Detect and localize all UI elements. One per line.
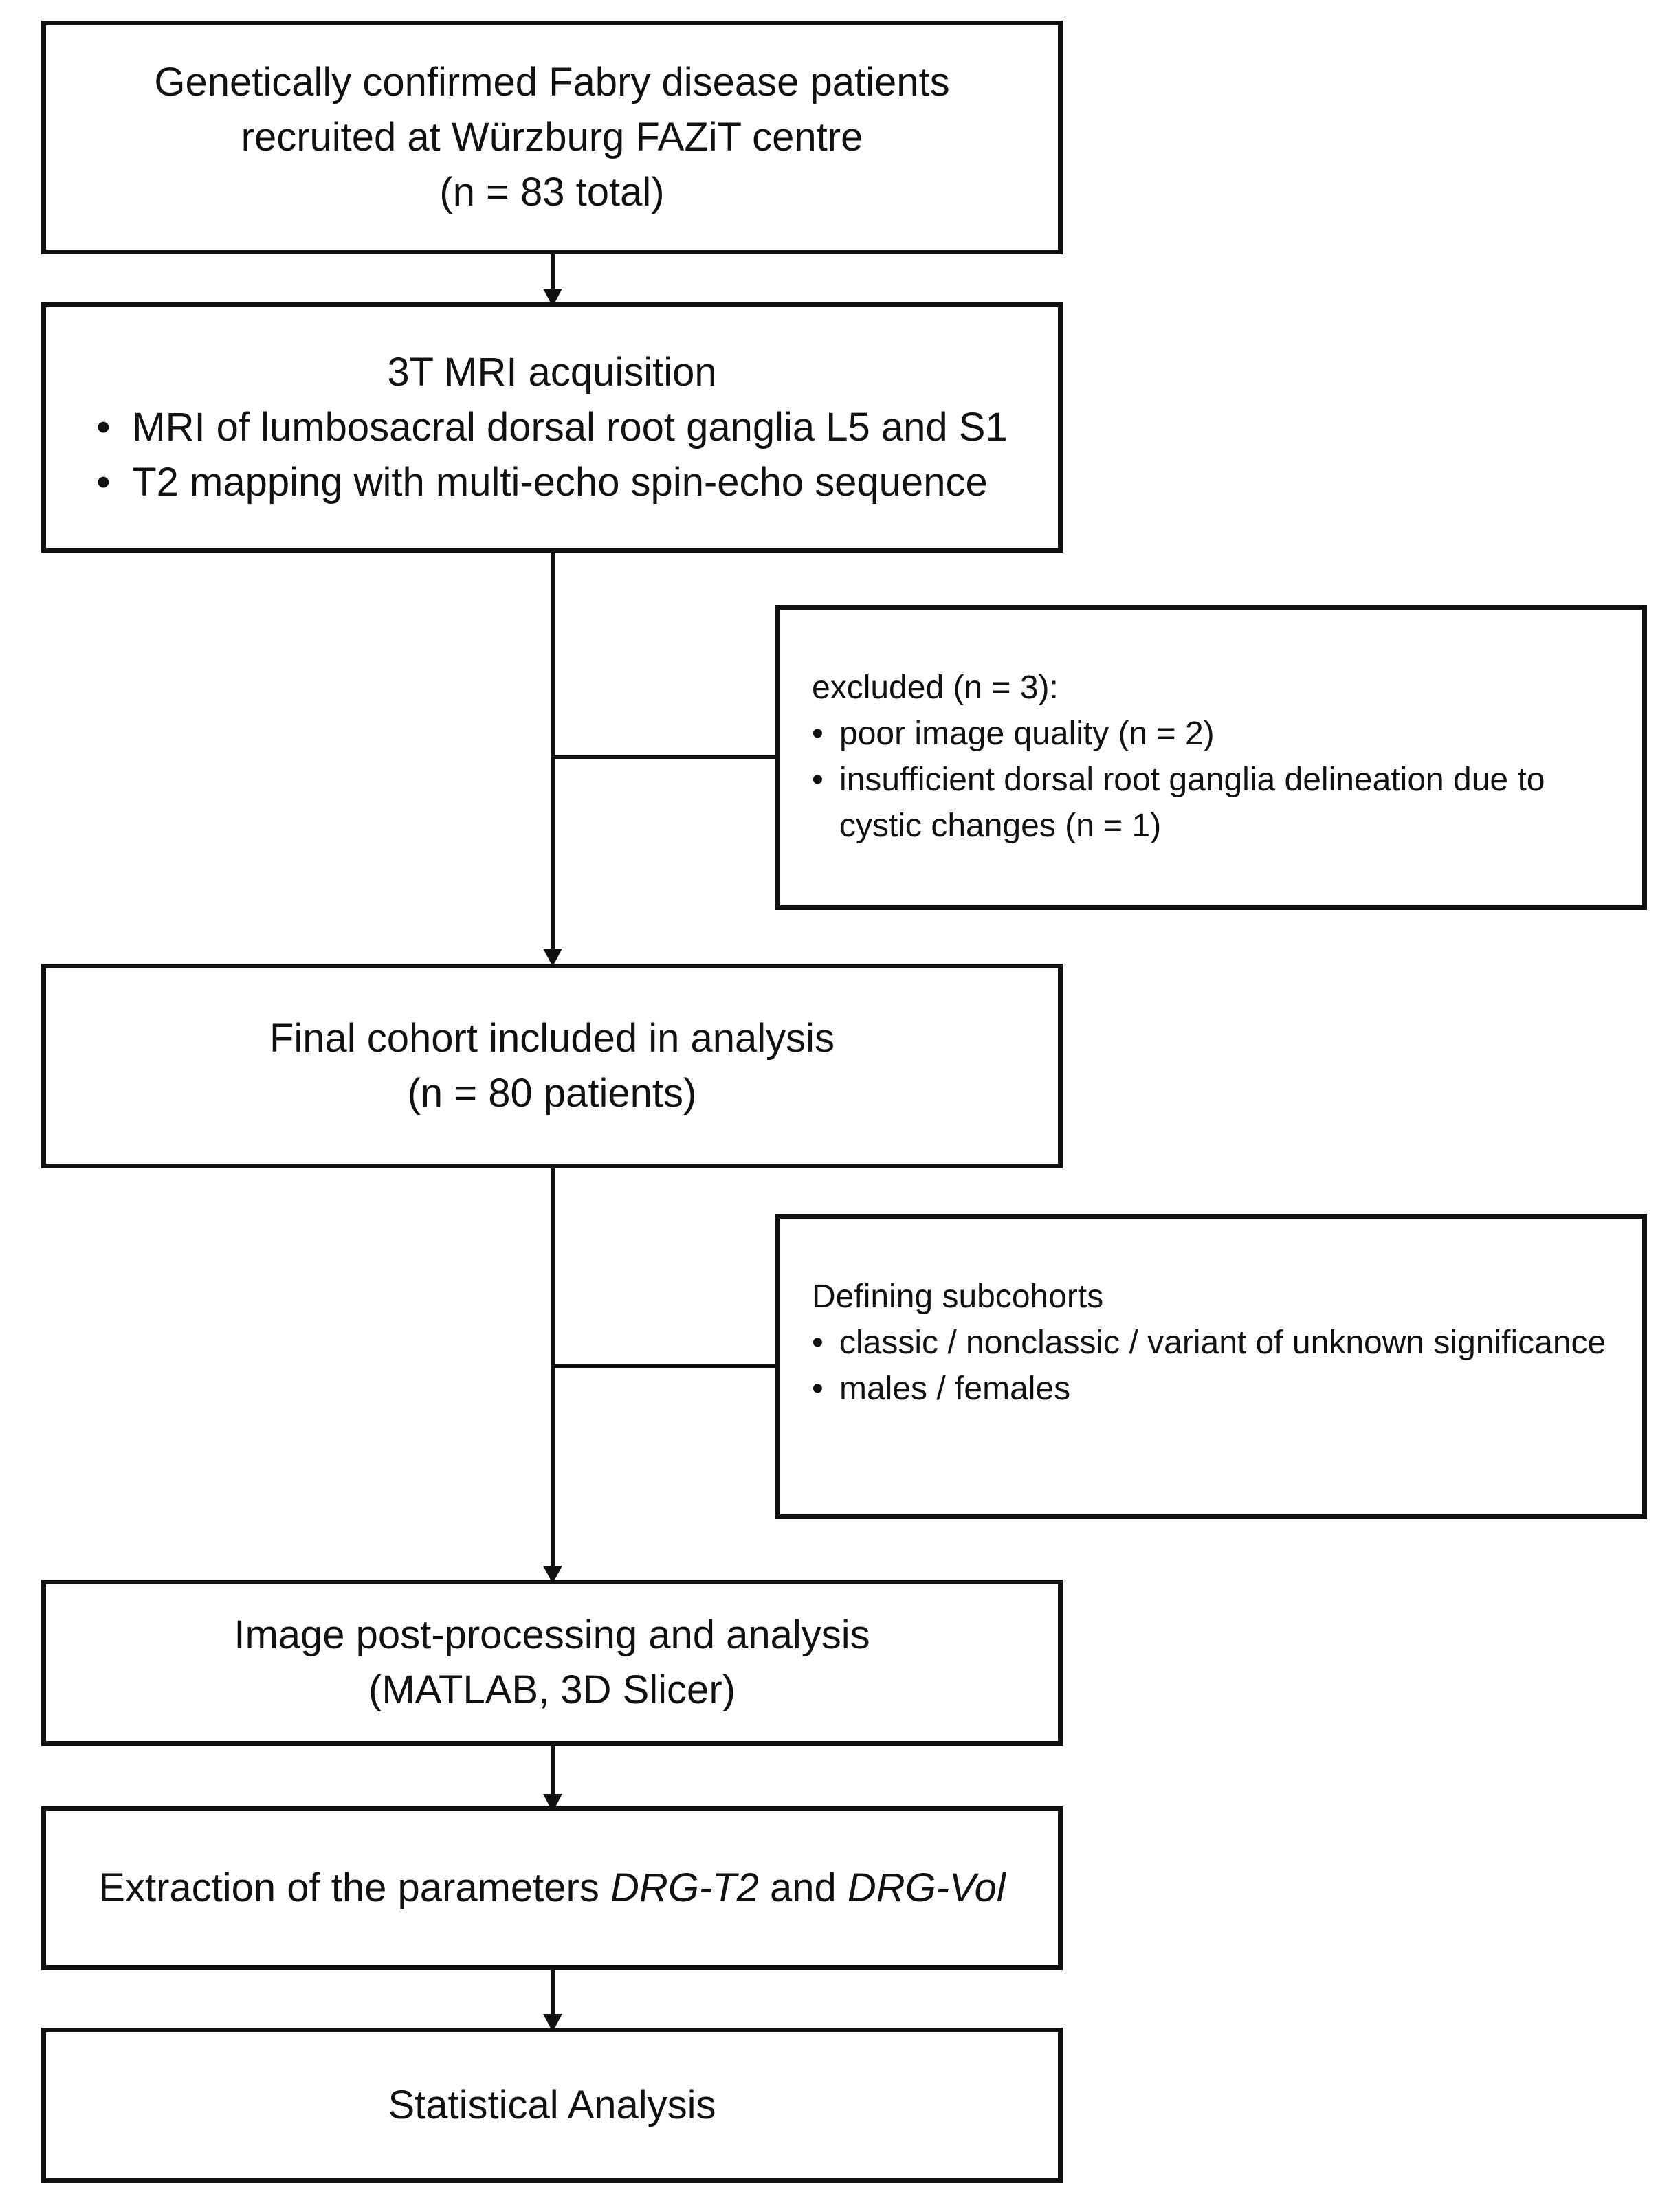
mri-acquisition-title: 3T MRI acquisition	[387, 350, 717, 395]
arrowhead-final	[543, 949, 562, 966]
connector-postproc-to-extraction	[551, 1746, 555, 1805]
connector-recruit-to-mri	[551, 254, 555, 300]
mri-bullet-2: T2 mapping with multi-echo spin-echo seq…	[96, 455, 1007, 510]
mri-acquisition-list: MRI of lumbosacral dorsal root ganglia L…	[96, 400, 1007, 510]
recruitment-box: Genetically confirmed Fabry disease pati…	[41, 21, 1063, 254]
subcohorts-list: classic / nonclassic / variant of unknow…	[812, 1320, 1615, 1412]
recruitment-line-2: recruited at Würzburg FAZiT centre	[241, 115, 863, 159]
parameter-drg-t2: DRG-T2	[610, 1865, 759, 1910]
postprocessing-line-2: (MATLAB, 3D Slicer)	[368, 1667, 736, 1712]
mri-bullet-1: MRI of lumbosacral dorsal root ganglia L…	[96, 400, 1007, 455]
statistical-analysis-label: Statistical Analysis	[388, 2083, 716, 2127]
connector-extraction-to-stats	[551, 1970, 555, 2025]
branch-to-excluded	[551, 755, 777, 759]
connector-mri-to-final	[551, 553, 555, 950]
postprocessing-box: Image post-processing and analysis (MATL…	[41, 1580, 1063, 1746]
connector-final-to-postproc	[551, 1168, 555, 1567]
excluded-title: excluded (n = 3):	[812, 669, 1059, 706]
subcohorts-bullet-2: males / females	[812, 1366, 1615, 1412]
final-cohort-line-1: Final cohort included in analysis	[269, 1016, 835, 1061]
subcohorts-box: Defining subcohorts classic / nonclassic…	[775, 1214, 1647, 1519]
extraction-text: Extraction of the parameters DRG-T2 and …	[98, 1861, 1005, 1916]
excluded-box: excluded (n = 3): poor image quality (n …	[775, 605, 1647, 910]
postprocessing-line-1: Image post-processing and analysis	[234, 1613, 870, 1657]
excluded-list: poor image quality (n = 2) insufficient …	[812, 711, 1615, 849]
extraction-middle: and	[758, 1865, 848, 1910]
subcohorts-bullet-1: classic / nonclassic / variant of unknow…	[812, 1320, 1615, 1366]
statistical-analysis-box: Statistical Analysis	[41, 2028, 1063, 2183]
final-cohort-line-2: (n = 80 patients)	[407, 1071, 697, 1116]
excluded-bullet-1: poor image quality (n = 2)	[812, 711, 1615, 757]
extraction-box: Extraction of the parameters DRG-T2 and …	[41, 1806, 1063, 1970]
excluded-bullet-2: insufficient dorsal root ganglia delinea…	[812, 757, 1615, 849]
parameter-drg-vol: DRG-Vol	[847, 1865, 1006, 1910]
recruitment-line-1: Genetically confirmed Fabry disease pati…	[154, 60, 950, 104]
recruitment-line-3: (n = 83 total)	[439, 170, 665, 214]
branch-to-subcohorts	[551, 1364, 777, 1368]
mri-acquisition-box: 3T MRI acquisition MRI of lumbosacral do…	[41, 302, 1063, 553]
extraction-prefix: Extraction of the parameters	[98, 1865, 610, 1910]
final-cohort-box: Final cohort included in analysis (n = 8…	[41, 964, 1063, 1168]
subcohorts-title: Defining subcohorts	[812, 1278, 1104, 1315]
